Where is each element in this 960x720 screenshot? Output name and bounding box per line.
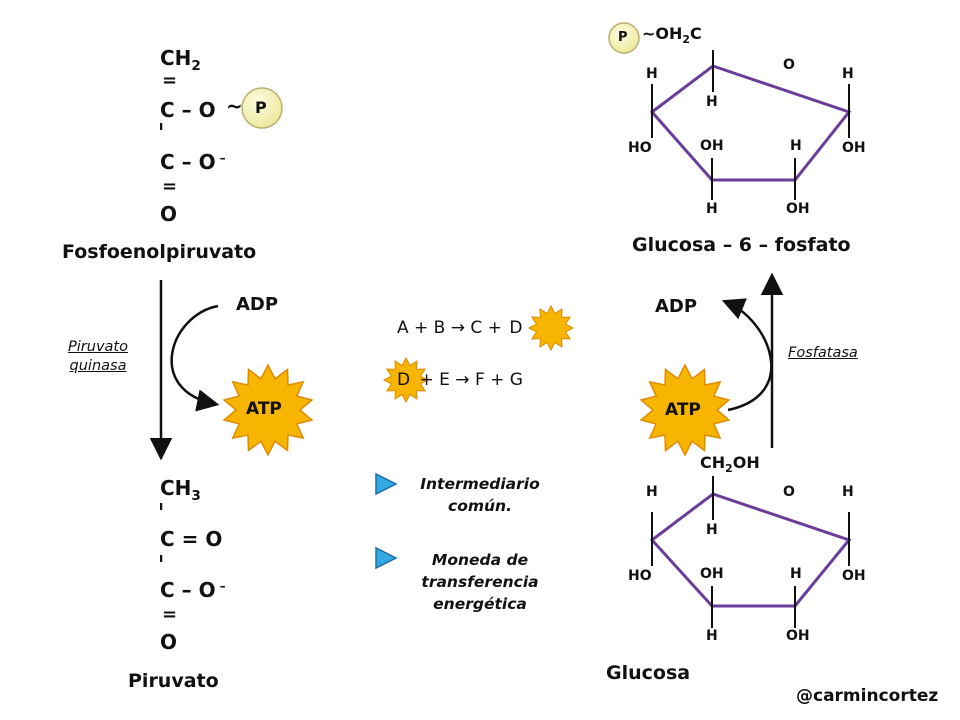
right-atp-label: ATP (665, 400, 701, 420)
eq1-d-starburst (527, 304, 575, 352)
g6p-oh-c3: OH (700, 138, 724, 154)
equation-2: D + E → F + G (397, 370, 523, 390)
glucose-top-group: CH2OH (700, 453, 760, 475)
pyruvate-o: O (160, 630, 178, 654)
g6p-h-c2: H (790, 138, 802, 154)
left-atp-label: ATP (246, 399, 282, 419)
pep-phosphate-label: P (255, 98, 267, 117)
g6p-oh-c2: OH (786, 201, 810, 217)
pyruvate-c2: C = O (160, 527, 223, 551)
glucose-ring-bonds (651, 476, 850, 628)
pep-c2: C – O (160, 98, 216, 122)
left-adp-atp-arrow (170, 304, 220, 412)
glucose-ho-c4: HO (628, 568, 652, 584)
glucose-h-c2: H (790, 566, 802, 582)
equation-1: A + B → C + D (397, 318, 523, 338)
pyruvate-single-bond-1: – (151, 502, 172, 511)
pep-double-bond-1: = (162, 70, 178, 91)
g6p-ring-bonds (651, 50, 850, 200)
glucose-h-c5: H (646, 484, 658, 500)
bullet-triangle-icon-2 (375, 546, 398, 570)
right-enzyme-label: Fosfatasa (788, 345, 858, 361)
glucose-name: Glucosa (606, 662, 691, 684)
pep-c1: CH2 (160, 46, 201, 74)
g6p-h-c5: H (646, 66, 658, 82)
glucose-oh-c3: OH (700, 566, 724, 582)
eq2-d-starburst (382, 356, 430, 404)
right-adp-label: ADP (655, 296, 698, 317)
bullet-triangle-icon-1 (375, 472, 398, 496)
glucose-oh-c2: OH (786, 628, 810, 644)
pyruvate-double-bond: = (162, 604, 178, 625)
glucose-h-c1: H (842, 484, 854, 500)
g6p-ring-o: O (783, 57, 795, 73)
pyruvate-c3: C – O– (160, 578, 226, 602)
glucose-h-c3: H (706, 628, 718, 644)
pep-tilde: ~ (226, 94, 243, 118)
g6p-h-c3: H (706, 201, 718, 217)
g6p-h-c5-down: H (706, 94, 718, 110)
glucose-ring-o: O (783, 484, 795, 500)
pyruvate-name: Piruvato (128, 670, 219, 692)
g6p-oh-c1: OH (842, 140, 866, 156)
left-adp-label: ADP (236, 294, 279, 315)
pep-double-bond-2: = (162, 176, 178, 197)
pep-c3: C – O– (160, 150, 226, 174)
pep-phosphate-circle (241, 87, 283, 129)
g6p-phosphate-circle (608, 22, 640, 54)
pyruvate-single-bond-2: – (151, 554, 172, 563)
g6p-top-group: ~OH2C (642, 24, 702, 46)
left-enzyme-label: Piruvato quinasa (68, 339, 128, 374)
glucose-oh-c1: OH (842, 568, 866, 584)
g6p-ring (649, 64, 852, 182)
credit-label: @carmincortez (796, 686, 939, 706)
left-atp-starburst (222, 363, 314, 457)
pep-single-bond-1: – (151, 122, 172, 131)
glucose-h-c5-down: H (706, 522, 718, 538)
eq2-d: D (397, 370, 411, 390)
right-atp-adp-arrow (721, 298, 773, 412)
pep-name: Fosfoenolpiruvato (62, 241, 257, 263)
g6p-h-c1: H (842, 66, 854, 82)
g6p-name: Glucosa – 6 – fosfato (632, 234, 851, 256)
pep-o: O (160, 202, 178, 226)
bullet-1-text: Intermediario común. (420, 475, 540, 515)
bullet-2-text: Moneda de transferencia energética (421, 551, 539, 613)
pyruvate-c1: CH3 (160, 476, 201, 504)
glucose-ring (649, 492, 852, 608)
g6p-ho-c4: HO (628, 140, 652, 156)
g6p-phosphate-label: P (618, 30, 628, 45)
right-atp-starburst (639, 363, 731, 457)
eq1-d: D (509, 318, 523, 338)
